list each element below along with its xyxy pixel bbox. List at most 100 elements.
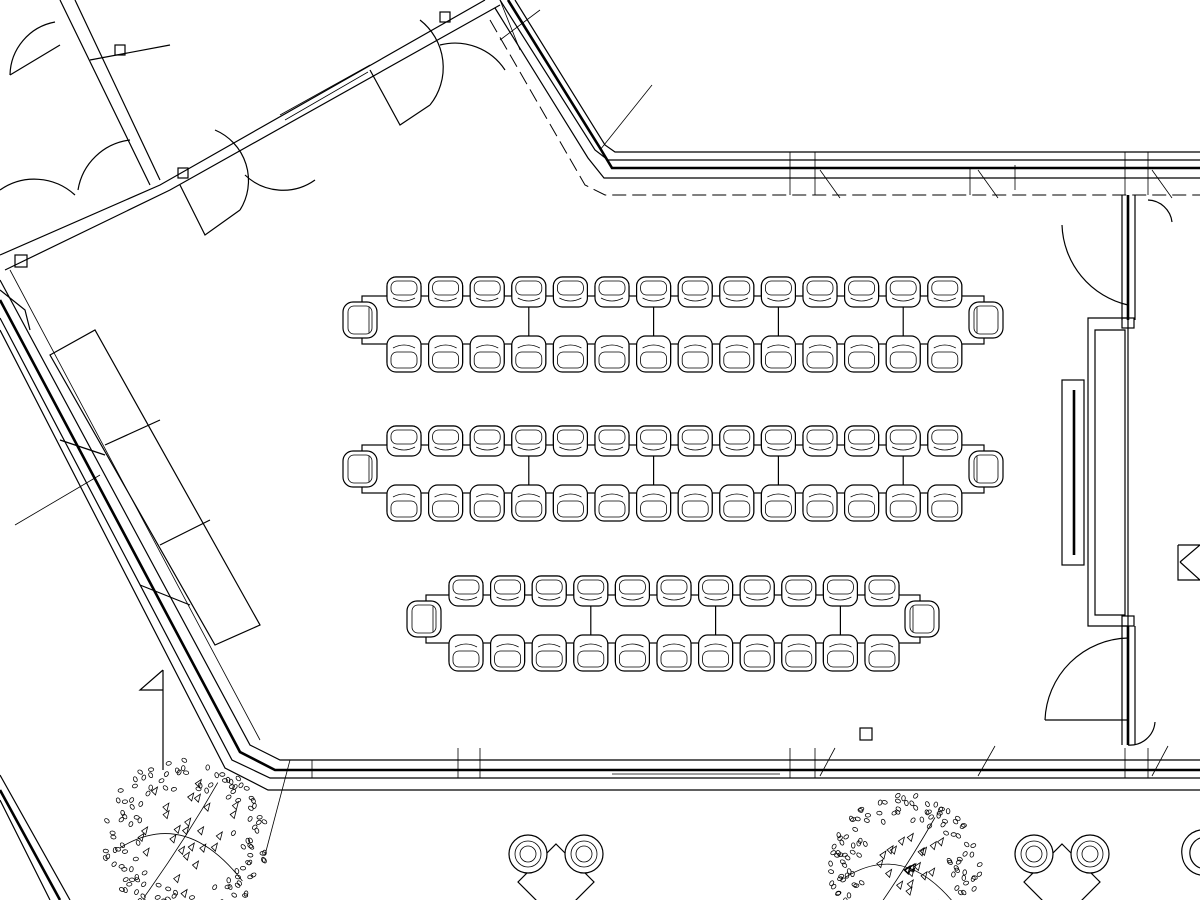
- chair: [428, 484, 464, 522]
- chair: [635, 335, 672, 373]
- chair: [552, 276, 589, 308]
- chair: [677, 484, 713, 522]
- chair: [511, 335, 547, 373]
- tree-icon: [102, 757, 268, 900]
- chair: [594, 425, 630, 457]
- end-chair: [342, 301, 378, 339]
- chair: [386, 425, 422, 457]
- chair: [781, 634, 817, 672]
- chair: [428, 276, 464, 308]
- end-chair: [406, 600, 442, 638]
- round-chair: [564, 834, 604, 874]
- chair: [594, 335, 630, 373]
- chair: [697, 634, 734, 672]
- left-counters: [0, 289, 261, 646]
- chair: [635, 276, 672, 308]
- chair: [511, 276, 547, 308]
- table-row-2: [342, 425, 1004, 522]
- chair: [428, 425, 464, 457]
- chair: [531, 634, 567, 672]
- chair: [511, 425, 547, 457]
- chair: [614, 575, 651, 607]
- chair: [843, 335, 880, 373]
- chair: [719, 425, 755, 457]
- end-chair: [968, 450, 1004, 488]
- cafe-set: [1014, 834, 1110, 900]
- chair: [448, 575, 484, 607]
- chair: [843, 484, 880, 522]
- chair: [469, 335, 505, 373]
- chair: [552, 484, 589, 522]
- chair: [719, 335, 755, 373]
- end-chair: [904, 600, 940, 638]
- chair: [490, 575, 526, 607]
- chair: [719, 484, 755, 522]
- partial-chair: [1181, 829, 1200, 876]
- chair: [677, 425, 713, 457]
- chair: [885, 276, 921, 308]
- chair: [656, 575, 692, 607]
- chair: [719, 276, 755, 308]
- tree-icon: [828, 793, 983, 900]
- chair: [594, 276, 630, 308]
- upper-left-rooms: [0, 0, 653, 271]
- chair: [802, 335, 838, 373]
- chair: [386, 276, 422, 308]
- chair: [760, 425, 797, 457]
- table-row-3: [406, 575, 940, 672]
- chair: [635, 425, 672, 457]
- table-row-1: [342, 276, 1004, 373]
- chair: [635, 484, 672, 522]
- chair: [594, 484, 630, 522]
- chair: [552, 425, 589, 457]
- chair: [739, 634, 775, 672]
- chair: [511, 484, 547, 522]
- chair: [656, 634, 692, 672]
- chair: [573, 575, 609, 607]
- chair: [927, 484, 963, 522]
- cafe-sets: [508, 834, 1110, 900]
- chair: [739, 575, 775, 607]
- chair: [927, 425, 963, 457]
- chair: [802, 276, 838, 308]
- chair: [614, 634, 651, 672]
- trees: [102, 757, 983, 900]
- round-chair: [508, 834, 548, 874]
- chair: [927, 276, 963, 308]
- chair: [843, 276, 880, 308]
- chair: [822, 575, 859, 607]
- chair: [697, 575, 734, 607]
- chair: [885, 484, 921, 522]
- chair: [469, 484, 505, 522]
- chair: [760, 276, 797, 308]
- right-partition: [859, 195, 1200, 746]
- chair: [490, 634, 526, 672]
- flag-icon: [138, 669, 164, 770]
- chair: [885, 425, 921, 457]
- chair: [822, 634, 859, 672]
- chair: [864, 634, 900, 672]
- round-chair: [1014, 834, 1054, 874]
- chair: [677, 335, 713, 373]
- chair: [386, 335, 422, 373]
- chair: [469, 425, 505, 457]
- chair: [386, 484, 422, 522]
- chair: [885, 335, 921, 373]
- table-top: [361, 295, 985, 345]
- chair: [677, 276, 713, 308]
- table-top: [361, 444, 985, 494]
- chair: [802, 484, 838, 522]
- chair: [531, 575, 567, 607]
- chair: [760, 335, 797, 373]
- chair: [448, 634, 484, 672]
- end-chair: [342, 450, 378, 488]
- chair: [552, 335, 589, 373]
- chair: [781, 575, 817, 607]
- end-chair: [968, 301, 1004, 339]
- chair: [864, 575, 900, 607]
- chair: [927, 335, 963, 373]
- chair: [843, 425, 880, 457]
- chair: [469, 276, 505, 308]
